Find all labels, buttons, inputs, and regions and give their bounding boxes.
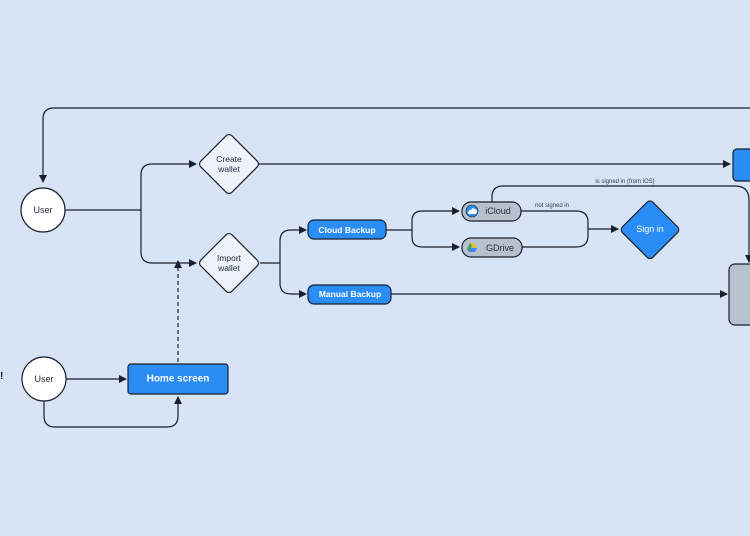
edge-icloud-signin bbox=[521, 210, 589, 229]
home-screen-button bbox=[127, 363, 229, 395]
manual-backup-label: Manual Backup bbox=[318, 289, 382, 299]
sign-in-label: Sign in bbox=[636, 224, 664, 234]
user-label-bottom: User bbox=[34, 374, 54, 384]
right-grey-node bbox=[728, 263, 750, 326]
edge-user-loop-home bbox=[43, 396, 182, 428]
edge-to-create bbox=[140, 160, 197, 210]
cloud-icon bbox=[465, 204, 479, 218]
edge-to-gdrive bbox=[411, 230, 460, 251]
gdrive-pill bbox=[461, 237, 523, 258]
google-drive-icon bbox=[467, 243, 477, 252]
manual-backup-pill bbox=[307, 284, 392, 305]
import-wallet-diamond bbox=[198, 232, 260, 294]
edge-to-icloud bbox=[411, 207, 460, 230]
cloud-backup-label: Cloud Backup bbox=[318, 225, 376, 235]
not-signed-in-label: not signed in bbox=[534, 203, 570, 209]
user-node-bottom bbox=[21, 356, 67, 402]
edge-to-import bbox=[140, 210, 197, 267]
cloud-backup-pill bbox=[307, 219, 387, 240]
sign-in-diamond bbox=[620, 200, 680, 260]
edge-to-cloud-backup bbox=[279, 226, 307, 263]
edge-icloud-signed-in bbox=[491, 185, 750, 263]
right-blue-node bbox=[732, 148, 750, 182]
signed-in-ios-label: is signed in (from iOS) bbox=[595, 179, 655, 185]
edge-loop-to-user bbox=[39, 107, 750, 183]
import-wallet-label: Import wallet bbox=[216, 253, 242, 273]
edge-to-manual-backup bbox=[279, 263, 307, 298]
cut-off-left-label: ! bbox=[0, 371, 4, 382]
edge-gdrive-signin bbox=[522, 229, 589, 248]
icloud-label: iCloud bbox=[485, 206, 511, 216]
user-label-top: User bbox=[33, 205, 53, 215]
create-wallet-diamond bbox=[198, 133, 260, 195]
user-node-top bbox=[20, 187, 66, 233]
gdrive-label: GDrive bbox=[485, 243, 515, 253]
icloud-pill bbox=[461, 201, 522, 222]
home-screen-label: Home screen bbox=[146, 373, 210, 385]
create-wallet-label: Create wallet bbox=[216, 154, 242, 174]
